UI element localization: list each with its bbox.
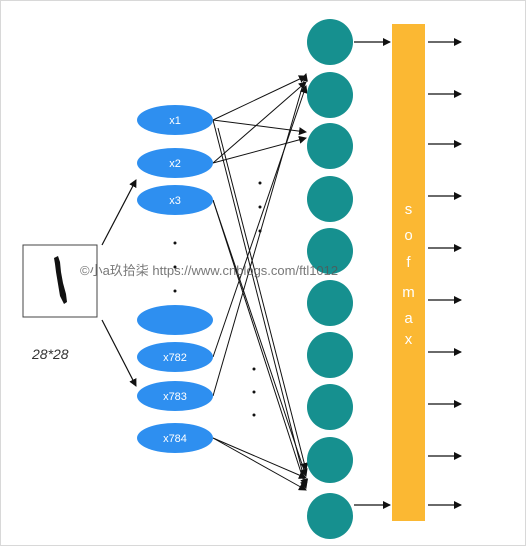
input-node: x783 bbox=[137, 381, 213, 411]
softmax-letter: m bbox=[402, 284, 415, 301]
input-node-label: x783 bbox=[163, 391, 187, 403]
hidden-node bbox=[307, 493, 353, 539]
hidden-node bbox=[307, 384, 353, 430]
softmax-letter: s bbox=[405, 201, 413, 218]
hidden-node bbox=[307, 228, 353, 274]
input-image bbox=[22, 244, 98, 318]
softmax-letter: o bbox=[404, 227, 412, 244]
input-node-label: x782 bbox=[163, 352, 187, 364]
connection-line bbox=[212, 199, 308, 489]
image-to-input-arrow-top bbox=[101, 179, 137, 246]
hidden-node bbox=[307, 72, 353, 118]
connection-line bbox=[212, 199, 308, 477]
hidden-node bbox=[307, 332, 353, 378]
input-image-caption: 28*28 bbox=[31, 346, 69, 362]
input-node bbox=[137, 305, 213, 335]
softmax-letter: f bbox=[406, 254, 411, 271]
connection-line bbox=[212, 437, 307, 491]
hidden-node bbox=[307, 280, 353, 326]
image-to-input-arrow-bottom bbox=[101, 319, 137, 387]
input-ellipsis bbox=[173, 241, 177, 293]
connection-line bbox=[212, 437, 307, 479]
hidden-node bbox=[307, 123, 353, 169]
connection-line bbox=[212, 75, 307, 121]
hidden-node bbox=[307, 176, 353, 222]
connection-ellipsis-upper bbox=[258, 181, 262, 233]
input-node: x1 bbox=[137, 105, 213, 135]
input-node-label: x2 bbox=[169, 158, 181, 170]
hidden-node bbox=[307, 437, 353, 483]
input-node-label: x1 bbox=[169, 115, 181, 127]
input-node: x2 bbox=[137, 148, 213, 178]
input-layer: x1 x2 x3 x782 x783 x784 bbox=[137, 105, 213, 453]
connection-line bbox=[212, 135, 307, 164]
input-node-label: x784 bbox=[163, 433, 187, 445]
connection-line bbox=[212, 81, 307, 164]
output-arrows bbox=[428, 38, 462, 509]
hidden-layer bbox=[307, 19, 353, 539]
input-node: x782 bbox=[137, 342, 213, 372]
connection-ellipsis-lower bbox=[252, 367, 256, 417]
input-node: x3 bbox=[137, 185, 213, 215]
softmax-bar bbox=[392, 24, 425, 521]
hidden-node bbox=[307, 19, 353, 65]
connection-line bbox=[212, 73, 308, 397]
connection-line bbox=[212, 119, 309, 487]
watermark: ©小a玖拾柒 https://www.cnblogs.com/ftl1012 bbox=[80, 263, 338, 278]
softmax-letter: a bbox=[404, 310, 413, 327]
connection-lines bbox=[212, 73, 309, 491]
input-node: x784 bbox=[137, 423, 213, 453]
connection-line bbox=[212, 85, 308, 358]
connection-line bbox=[217, 127, 309, 471]
handwritten-digit-one bbox=[54, 256, 67, 304]
input-node-label: x3 bbox=[169, 195, 181, 207]
softmax-letter: x bbox=[405, 331, 413, 348]
